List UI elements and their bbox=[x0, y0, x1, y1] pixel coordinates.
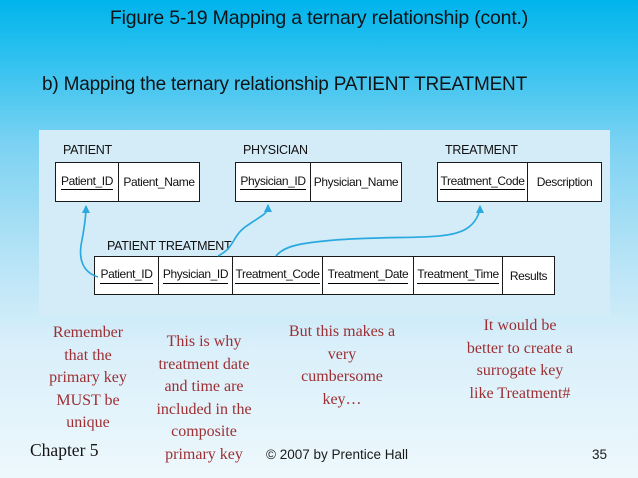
field-pt-treatment-date: Treatment_Date bbox=[323, 257, 414, 294]
table-treatment: Treatment_Code Description bbox=[437, 162, 602, 202]
table-patient: Patient_ID Patient_Name bbox=[55, 162, 200, 202]
field-pt-treatment-code: Treatment_Code bbox=[233, 257, 323, 294]
field-patient-name: Patient_Name bbox=[119, 163, 199, 201]
table-patient-treatment: Patient_ID Physician_ID Treatment_Code T… bbox=[94, 256, 555, 295]
field-pt-patient-id: Patient_ID bbox=[95, 257, 159, 294]
field-description: Description bbox=[528, 163, 601, 201]
field-pt-physician-id: Physician_ID bbox=[159, 257, 233, 294]
slide-title: Figure 5-19 Mapping a ternary relationsh… bbox=[109, 7, 529, 29]
table-name-patient: PATIENT bbox=[63, 143, 112, 157]
note-primary-key-unique: Remember that the primary key MUST be un… bbox=[49, 324, 127, 431]
note-composite-key-reason: This is why treatment date and time are … bbox=[156, 333, 252, 463]
field-patient-id: Patient_ID bbox=[56, 163, 119, 201]
footer-page-number: 35 bbox=[592, 447, 608, 462]
footer-copyright: © 2007 by Prentice Hall bbox=[266, 447, 409, 462]
field-physician-name: Physician_Name bbox=[311, 163, 401, 201]
table-physician: Physician_ID Physician_Name bbox=[235, 162, 402, 202]
field-treatment-code: Treatment_Code bbox=[438, 163, 528, 201]
note-surrogate-key: It would be better to create a surrogate… bbox=[466, 317, 574, 402]
note-cumbersome-key: But this makes a very cumbersome key… bbox=[288, 323, 396, 408]
footer-chapter: Chapter 5 bbox=[30, 440, 99, 460]
table-name-physician: PHYSICIAN bbox=[243, 143, 308, 157]
slide-subtitle: b) Mapping the ternary relationship PATI… bbox=[42, 74, 527, 95]
field-physician-id: Physician_ID bbox=[236, 163, 311, 201]
field-pt-results: Results bbox=[503, 257, 554, 294]
table-name-treatment: TREATMENT bbox=[445, 143, 518, 157]
table-name-patient-treatment: PATIENT TREATMENT bbox=[107, 239, 232, 253]
field-pt-treatment-time: Treatment_Time bbox=[414, 257, 503, 294]
